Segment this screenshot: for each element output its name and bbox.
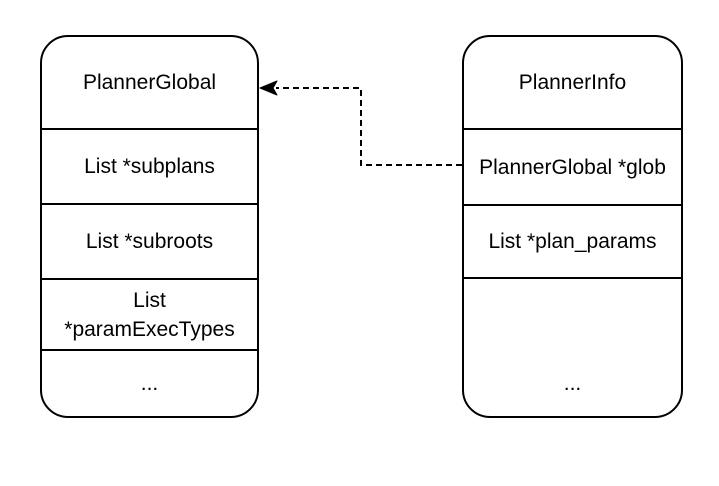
node-title: PlannerGlobal [82, 71, 217, 94]
field-row-ellipsis: ... [464, 277, 681, 416]
field-row: List *subroots [42, 203, 257, 278]
field-row: List *paramExecTypes [42, 278, 257, 349]
node-plannerinfo: PlannerInfo PlannerGlobal *glob List *pl… [462, 35, 683, 418]
node-plannerglobal: PlannerGlobal List *subplans List *subro… [40, 35, 259, 418]
field-row-ellipsis: ... [42, 349, 257, 416]
dashed-arrow-line [276, 87, 462, 166]
field-row: List *subplans [42, 128, 257, 203]
field-row: PlannerGlobal *glob [464, 128, 681, 204]
arrowhead-icon [259, 80, 278, 96]
node-title: PlannerInfo [518, 71, 627, 94]
field-row: List *plan_params [464, 204, 681, 277]
